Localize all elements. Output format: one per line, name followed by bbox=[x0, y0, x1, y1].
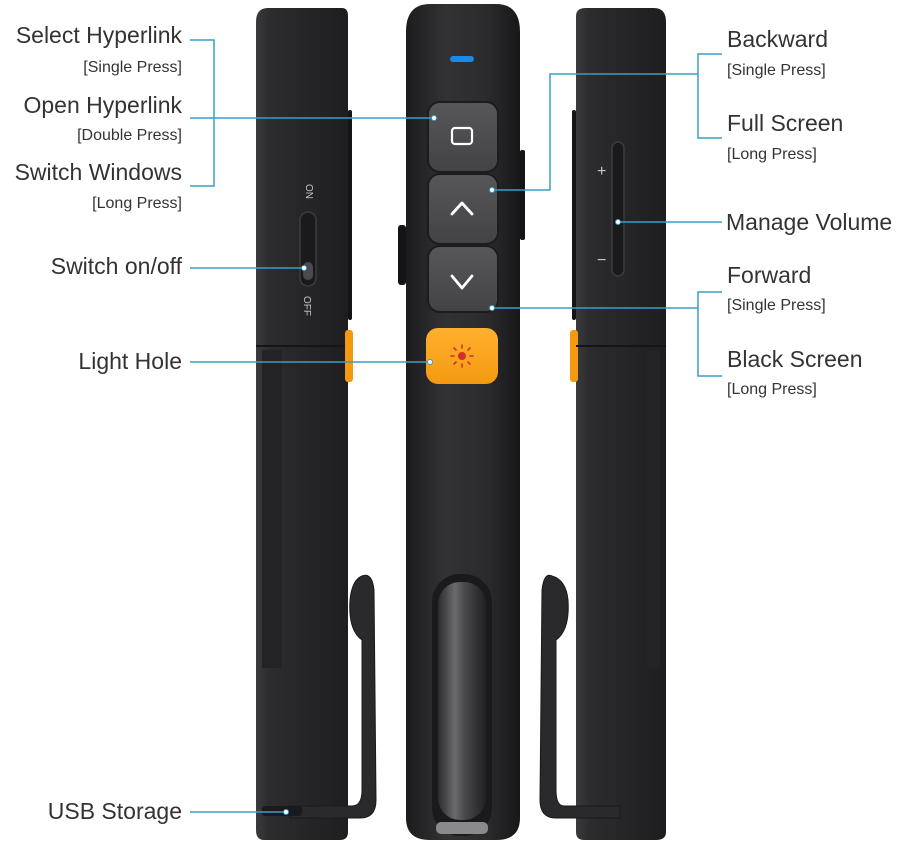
left-device-edge bbox=[348, 110, 352, 320]
left-light-hole-strip bbox=[345, 330, 353, 382]
power-switch-knob[interactable] bbox=[303, 262, 313, 280]
volume-minus-text: − bbox=[597, 252, 606, 269]
callout-forward-bracket bbox=[697, 291, 722, 377]
left-device-panel bbox=[262, 350, 282, 668]
window-icon bbox=[450, 126, 474, 146]
switch-off-text: OFF bbox=[301, 296, 312, 316]
callout-dots bbox=[283, 115, 621, 815]
callout-backward-line bbox=[492, 73, 698, 191]
label-full-screen: Full Screen bbox=[727, 110, 844, 136]
label-usb-storage: USB Storage bbox=[47, 798, 182, 824]
forward-button[interactable] bbox=[427, 245, 499, 313]
label-light-hole: Light Hole bbox=[78, 348, 182, 374]
label-forward-sub: [Single Press] bbox=[727, 297, 826, 314]
usb-drive-cap bbox=[438, 582, 486, 820]
usb-port bbox=[262, 806, 302, 816]
right-side-device: + − bbox=[539, 8, 666, 840]
volume-rocker[interactable] bbox=[611, 141, 625, 277]
right-device-panel bbox=[646, 350, 660, 668]
label-open-hyperlink-sub: [Double Press] bbox=[77, 127, 182, 144]
label-black-screen: Black Screen bbox=[727, 346, 863, 372]
center-side-edge bbox=[520, 150, 525, 240]
callout-backward-bracket bbox=[697, 53, 722, 139]
backward-button[interactable] bbox=[427, 173, 499, 245]
callout-lines bbox=[190, 39, 722, 813]
label-open-hyperlink: Open Hyperlink bbox=[23, 92, 182, 118]
right-light-hole-strip bbox=[570, 330, 578, 382]
label-backward: Backward bbox=[727, 26, 828, 52]
label-black-screen-sub: [Long Press] bbox=[727, 381, 817, 398]
right-device-body bbox=[576, 8, 666, 840]
center-front-device bbox=[398, 4, 525, 840]
label-forward: Forward bbox=[727, 262, 812, 288]
right-clip bbox=[539, 574, 621, 819]
left-device-seam bbox=[256, 345, 348, 347]
left-clip bbox=[289, 574, 377, 819]
label-switch-windows-sub: [Long Press] bbox=[92, 195, 182, 212]
label-backward-sub: [Single Press] bbox=[727, 62, 826, 79]
volume-plus-text: + bbox=[597, 163, 606, 180]
label-full-screen-sub: [Long Press] bbox=[727, 146, 817, 163]
right-device-seam bbox=[576, 345, 666, 347]
select-button[interactable] bbox=[427, 101, 499, 173]
chevron-down-icon bbox=[450, 274, 474, 290]
label-select-hyperlink-sub: [Single Press] bbox=[83, 59, 182, 76]
right-device-edge bbox=[572, 110, 576, 320]
label-select-hyperlink: Select Hyperlink bbox=[15, 22, 182, 48]
usb-connector bbox=[436, 822, 488, 834]
label-switch-windows: Switch Windows bbox=[14, 159, 182, 185]
label-switch-onoff: Switch on/off bbox=[50, 253, 182, 279]
status-led bbox=[450, 56, 474, 62]
callout-select-bracket bbox=[190, 39, 215, 187]
left-side-device: ON OFF bbox=[256, 8, 377, 840]
laser-icon bbox=[450, 344, 474, 368]
chevron-up-icon bbox=[450, 201, 474, 216]
center-side-button bbox=[398, 225, 406, 285]
label-manage-volume: Manage Volume bbox=[726, 209, 893, 235]
switch-on-text: ON bbox=[303, 184, 314, 199]
